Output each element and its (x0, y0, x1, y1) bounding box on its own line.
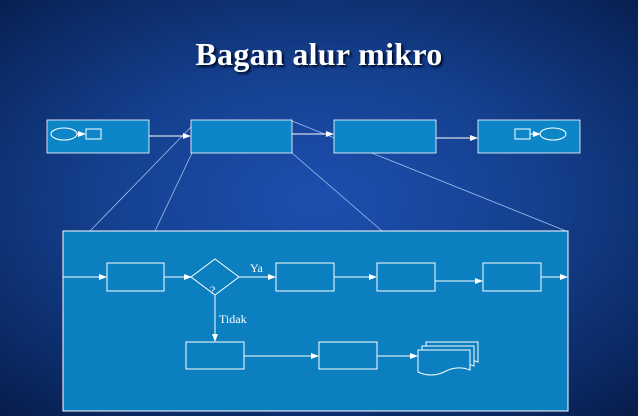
yes-branch-label: Ya (250, 261, 263, 275)
zoom-line-right-inner (291, 152, 383, 232)
no-branch-label: Tidak (219, 312, 247, 326)
end-terminal-shape (539, 127, 567, 141)
decision-question-mark: ? (210, 283, 215, 297)
zoom-line-left-outer (89, 126, 192, 232)
document-sheet-front (417, 349, 471, 376)
macro-box-end (477, 119, 581, 154)
detail-process-3 (376, 262, 436, 292)
macro-box-focused (190, 119, 293, 154)
detail-panel (62, 230, 569, 412)
start-process-shape (85, 128, 102, 140)
slide-title: Bagan alur mikro (195, 36, 443, 72)
macro-box-3 (333, 119, 437, 154)
zoom-line-left-inner (154, 152, 193, 232)
multi-document-symbol (417, 341, 479, 376)
macro-box-start (46, 119, 150, 154)
